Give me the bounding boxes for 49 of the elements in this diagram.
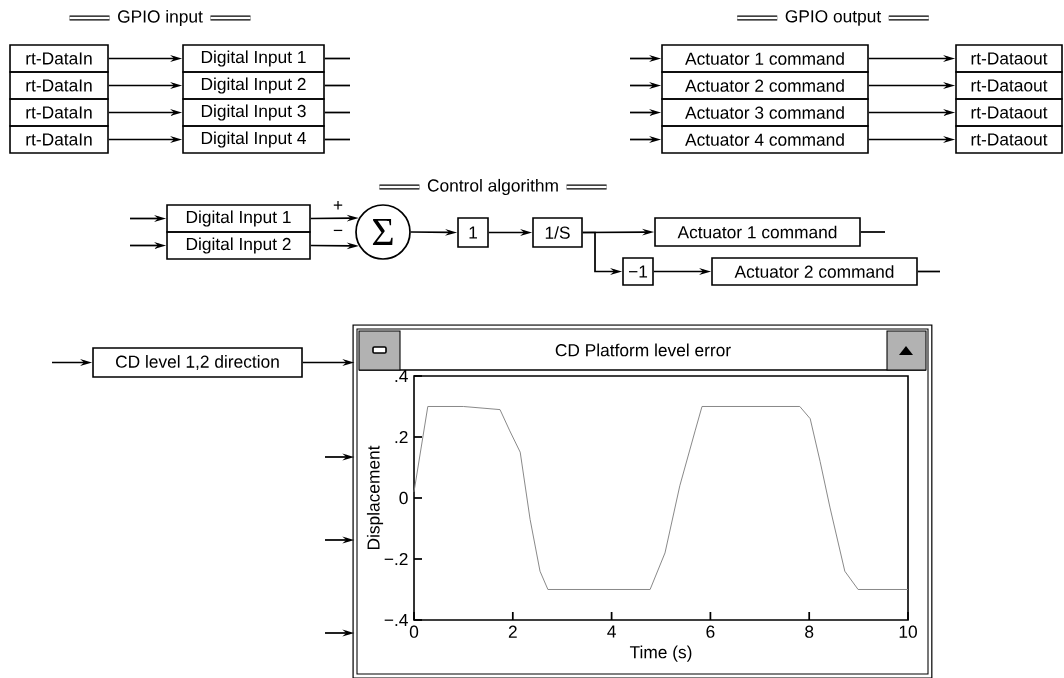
tick-label: 0 <box>409 625 419 638</box>
tick-label: −.2 <box>384 552 408 566</box>
tick-label: 6 <box>706 625 715 638</box>
tick-label: 2 <box>508 625 517 638</box>
summing-junction: Σ <box>355 204 411 260</box>
block-box: Digital Input 2 <box>166 231 311 260</box>
connector-line <box>323 111 351 114</box>
block-box: Actuator 3 command <box>661 98 869 127</box>
block-box: rt-Dataout <box>955 98 1063 127</box>
section-heading: GPIO input <box>69 9 251 27</box>
block-box: rt-DataIn <box>9 44 109 73</box>
block-box: Digital Input 4 <box>182 125 325 154</box>
block-box: Digital Input 1 <box>182 44 325 73</box>
tick-label: 10 <box>899 625 917 638</box>
block-box: rt-DataIn <box>9 98 109 127</box>
connector-line <box>323 138 351 141</box>
block-box: Digital Input 3 <box>182 98 325 127</box>
axis-label: Time (s) <box>629 645 692 662</box>
block-box: Actuator 2 command <box>711 257 918 286</box>
tick-label: 4 <box>607 625 616 638</box>
tick-label: −.4 <box>384 614 408 626</box>
edge-label: − <box>332 229 344 237</box>
connector-line <box>323 84 351 87</box>
block-box: CD level 1,2 direction <box>92 347 303 378</box>
block-box: Actuator 1 command <box>654 217 861 247</box>
block-box: Actuator 1 command <box>661 44 869 73</box>
tick-label: 8 <box>805 625 814 638</box>
gain-box: −1 <box>622 257 654 286</box>
integrator-box: 1/S <box>532 217 583 248</box>
axis-label: Displacement <box>366 445 384 550</box>
block-box: rt-Dataout <box>955 71 1063 100</box>
gain-box: 1 <box>457 217 489 248</box>
block-box: Actuator 2 command <box>661 71 869 100</box>
block-box: rt-DataIn <box>9 125 109 154</box>
edge-label: + <box>332 200 344 212</box>
connector-line <box>323 57 351 60</box>
tick-label: 0 <box>399 491 408 505</box>
block-box: rt-Dataout <box>955 44 1063 73</box>
connector-line <box>916 270 941 273</box>
block-box: Digital Input 1 <box>166 204 311 233</box>
block-box: rt-DataIn <box>9 71 109 100</box>
section-heading: GPIO output <box>737 10 929 26</box>
tick-label: .4 <box>395 370 408 382</box>
block-box: Actuator 4 command <box>661 125 869 154</box>
section-heading: Control algorithm <box>379 178 607 196</box>
block-box: Digital Input 2 <box>182 71 325 100</box>
block-box: rt-Dataout <box>955 125 1063 154</box>
tick-label: .2 <box>395 430 408 444</box>
connector-line <box>859 231 886 233</box>
